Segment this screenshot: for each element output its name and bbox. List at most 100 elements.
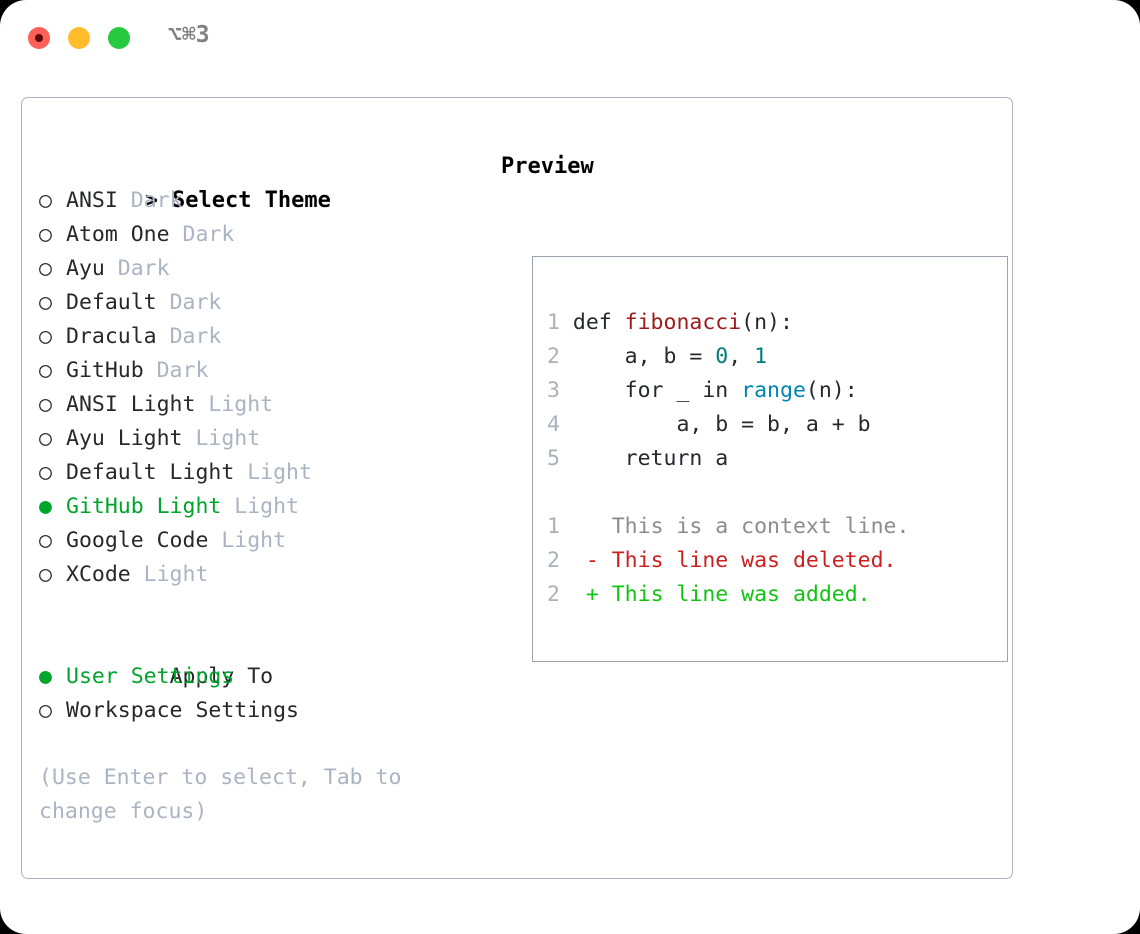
radio-empty-icon[interactable]: ○ (39, 222, 52, 247)
code-token: return a (572, 446, 729, 471)
theme-variant-tag: Dark (169, 324, 222, 349)
code-token: a, b = (572, 344, 716, 369)
minimize-window-button[interactable] (68, 27, 90, 49)
theme-list: ○ ANSI Dark ○ Atom One Dark ○ Ayu Dark ○ Defaul… (39, 184, 469, 592)
theme-name: Atom One (66, 222, 183, 247)
apply-to-option-label: Workspace Settings (66, 698, 299, 723)
code-token: fibonacci (624, 310, 742, 335)
code-token: 1 (754, 344, 768, 369)
preview-column: Preview 1 def fibonacci(n):2 a, b = 0, 1… (501, 150, 1008, 662)
theme-name: GitHub Light (66, 494, 235, 519)
theme-variant-tag: Light (143, 562, 209, 587)
theme-variant-tag: Dark (182, 222, 235, 247)
code-token: 0 (715, 344, 729, 369)
preview-label: Preview (501, 154, 594, 179)
apply-to-header: ○Apply To (39, 626, 469, 689)
radio-empty-icon[interactable]: ○ (39, 426, 52, 451)
apply-to-title: Apply To (169, 664, 274, 689)
radio-selected-icon[interactable]: ● (39, 664, 52, 689)
radio-empty-icon[interactable]: ○ (39, 528, 52, 553)
diff-line-number: 1 (547, 514, 586, 539)
apply-to-options: ●User Settings ○ Workspace Settings (39, 660, 469, 728)
diff-line-number: 2 (547, 582, 586, 607)
radio-empty-icon[interactable]: ○ (39, 562, 52, 587)
maximize-window-button[interactable] (108, 27, 130, 49)
theme-name: ANSI (66, 188, 131, 213)
diff-sample: 1 This is a context line.2 - This line w… (547, 510, 909, 612)
diff-line: 1 This is a context line. (547, 510, 909, 544)
code-token: a, b = b, a + b (572, 412, 871, 437)
theme-list-item[interactable]: ○ XCode Light (39, 558, 469, 592)
theme-variant-tag: Light (234, 494, 300, 519)
code-line-number: 4 (547, 412, 573, 437)
code-token: for _ in (572, 378, 742, 403)
theme-variant-tag: Light (195, 426, 261, 451)
keyboard-hint-text: (Use Enter to select, Tab to change focu… (39, 765, 402, 824)
radio-empty-icon[interactable]: ○ (39, 698, 52, 723)
code-line: 1 def fibonacci(n): (547, 306, 871, 340)
select-theme-header-label: Select Theme (171, 188, 331, 213)
radio-empty-icon[interactable]: ○ (39, 324, 52, 349)
apply-to-option[interactable]: ○ Workspace Settings (39, 694, 469, 728)
code-line: 4 a, b = b, a + b (547, 408, 871, 442)
prompt-caret-icon: > (144, 188, 158, 213)
theme-name: GitHub (66, 358, 157, 383)
radio-selected-icon[interactable]: ● (39, 494, 52, 519)
code-token: range (741, 378, 806, 403)
theme-list-item[interactable]: ○ Ayu Light Light (39, 422, 469, 456)
theme-variant-tag: Light (247, 460, 312, 485)
apply-to-option[interactable]: ●User Settings (39, 660, 469, 694)
theme-name: Ayu Light (66, 426, 196, 451)
code-line: 5 return a (547, 442, 871, 476)
select-theme-header: > Select Theme (39, 150, 469, 213)
diff-line: 2 + This line was added. (547, 578, 909, 612)
radio-empty-icon[interactable]: ○ (39, 392, 52, 417)
theme-variant-tag: Dark (130, 188, 183, 213)
theme-list-item[interactable]: ○ Atom One Dark (39, 218, 469, 252)
radio-empty-icon[interactable]: ○ (39, 256, 52, 281)
theme-list-item[interactable]: ● GitHub Light Light (39, 490, 469, 524)
radio-empty-icon[interactable]: ○ (39, 290, 52, 315)
theme-list-item[interactable]: ○ Ayu Dark (39, 252, 469, 286)
code-line-number: 2 (547, 344, 573, 369)
radio-empty-icon[interactable]: ○ (39, 358, 52, 383)
code-line: 2 a, b = 0, 1 (547, 340, 871, 374)
theme-list-item[interactable]: ○ Google Code Light (39, 524, 469, 558)
diff-line-text: This is a context line. (585, 514, 910, 539)
code-token: , (728, 344, 755, 369)
diff-line: 2 - This line was deleted. (547, 544, 909, 578)
theme-list-item[interactable]: ○ ANSI Dark (39, 184, 469, 218)
title-bar: ⌥⌘3 (0, 0, 1140, 76)
diff-line-text: + This line was added. (585, 582, 871, 607)
theme-list-item[interactable]: ○Default Dark (39, 286, 469, 320)
theme-name: Default Light (66, 460, 248, 485)
theme-variant-tag: Dark (117, 256, 170, 281)
theme-name: Default (66, 290, 170, 315)
theme-list-item[interactable]: ○ Dracula Dark (39, 320, 469, 354)
theme-name: ANSI Light (66, 392, 209, 417)
main-panel: >Select Theme ○ANSI Dark○Atom One Dark○A… (21, 97, 1013, 879)
radio-empty-icon[interactable]: ○ (39, 188, 52, 213)
code-token: (n): (805, 378, 858, 403)
theme-list-item[interactable]: ○ Default Light Light (39, 456, 469, 490)
theme-selector-column: >Select Theme ○ANSI Dark○Atom One Dark○A… (39, 150, 469, 728)
code-line-number: 1 (547, 310, 573, 335)
diff-line-number: 2 (547, 548, 586, 573)
theme-variant-tag: Dark (156, 358, 209, 383)
radio-empty-icon[interactable]: ○ (39, 460, 52, 485)
code-line: 3 for _ in range(n): (547, 374, 871, 408)
theme-name: Google Code (66, 528, 222, 553)
code-token: def (572, 310, 625, 335)
theme-list-item[interactable]: ○ GitHub Dark (39, 354, 469, 388)
diff-line-text: - This line was deleted. (585, 548, 897, 573)
code-line-number: 5 (547, 446, 573, 471)
close-window-button[interactable] (28, 27, 50, 49)
code-line-number: 3 (547, 378, 573, 403)
theme-name: Ayu (66, 256, 118, 281)
theme-name: Dracula (66, 324, 170, 349)
theme-list-item[interactable]: ○ANSI Light Light (39, 388, 469, 422)
theme-variant-tag: Light (221, 528, 287, 553)
theme-name: XCode (66, 562, 144, 587)
